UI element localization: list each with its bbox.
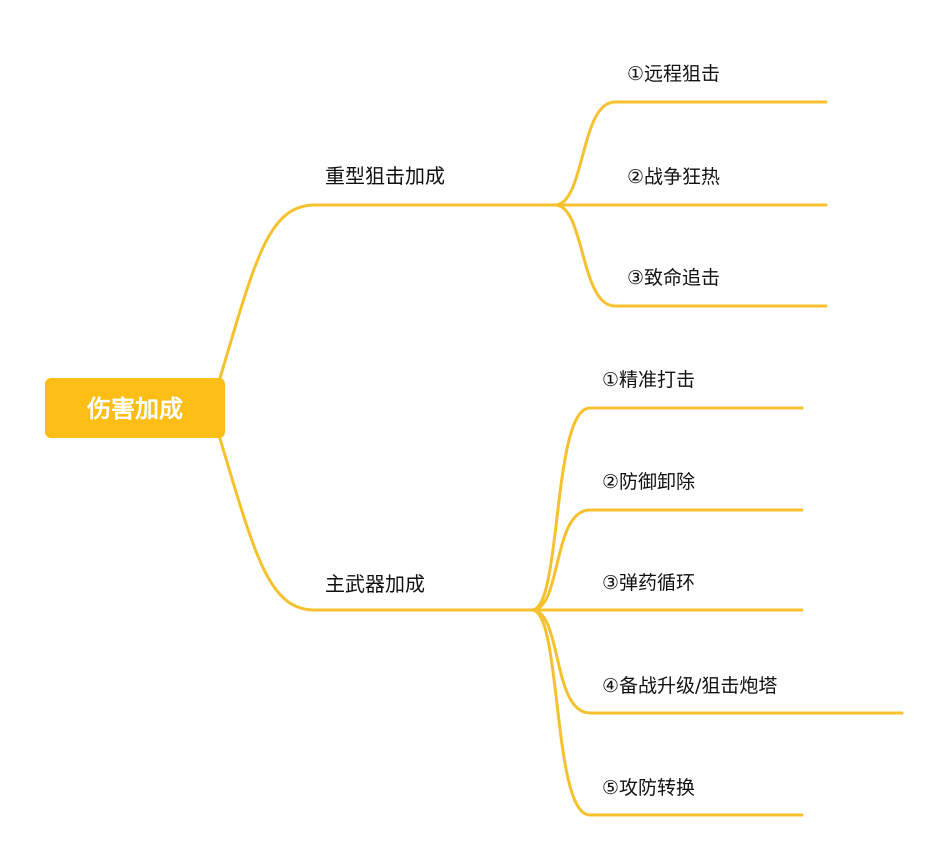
root-node-label: 伤害加成: [86, 395, 183, 423]
connector-branch-2-leaf-4: [530, 608, 904, 715]
leaf-label-prep-upgrade-sniper-turret[interactable]: ④备战升级/狙击炮塔: [602, 675, 777, 697]
root-node[interactable]: 伤害加成: [45, 378, 225, 438]
connector-branch-2-leaf-5: [530, 608, 804, 817]
leaf-label-offense-defense-switch[interactable]: ⑤攻防转换: [602, 777, 695, 799]
leaf-label-fatal-pursuit[interactable]: ③致命追击: [627, 267, 720, 289]
leaf-label-remote-sniping[interactable]: ①远程狙击: [627, 63, 720, 85]
leaf-label-precision-strike[interactable]: ①精准打击: [602, 369, 695, 391]
connector-branch-1-leaf-1: [553, 100, 828, 207]
connector-branch-1-leaf-3: [553, 203, 828, 308]
connector-branch-2-leaf-1: [530, 406, 804, 612]
branch-label-main-weapon[interactable]: 主武器加成: [325, 572, 425, 596]
leaf-label-ammo-cycle[interactable]: ③弹药循环: [602, 572, 695, 594]
connector-root-to-branch-1: [216, 203, 557, 387]
branch-label-heavy-sniper[interactable]: 重型狙击加成: [325, 164, 445, 188]
root-node-box: [45, 378, 225, 438]
leaf-label-defense-removal[interactable]: ②防御卸除: [602, 471, 695, 493]
leaf-label-war-frenzy[interactable]: ②战争狂热: [627, 166, 720, 188]
connector-branch-2-leaf-2: [530, 508, 804, 612]
connector-root-to-branch-2: [216, 430, 534, 612]
